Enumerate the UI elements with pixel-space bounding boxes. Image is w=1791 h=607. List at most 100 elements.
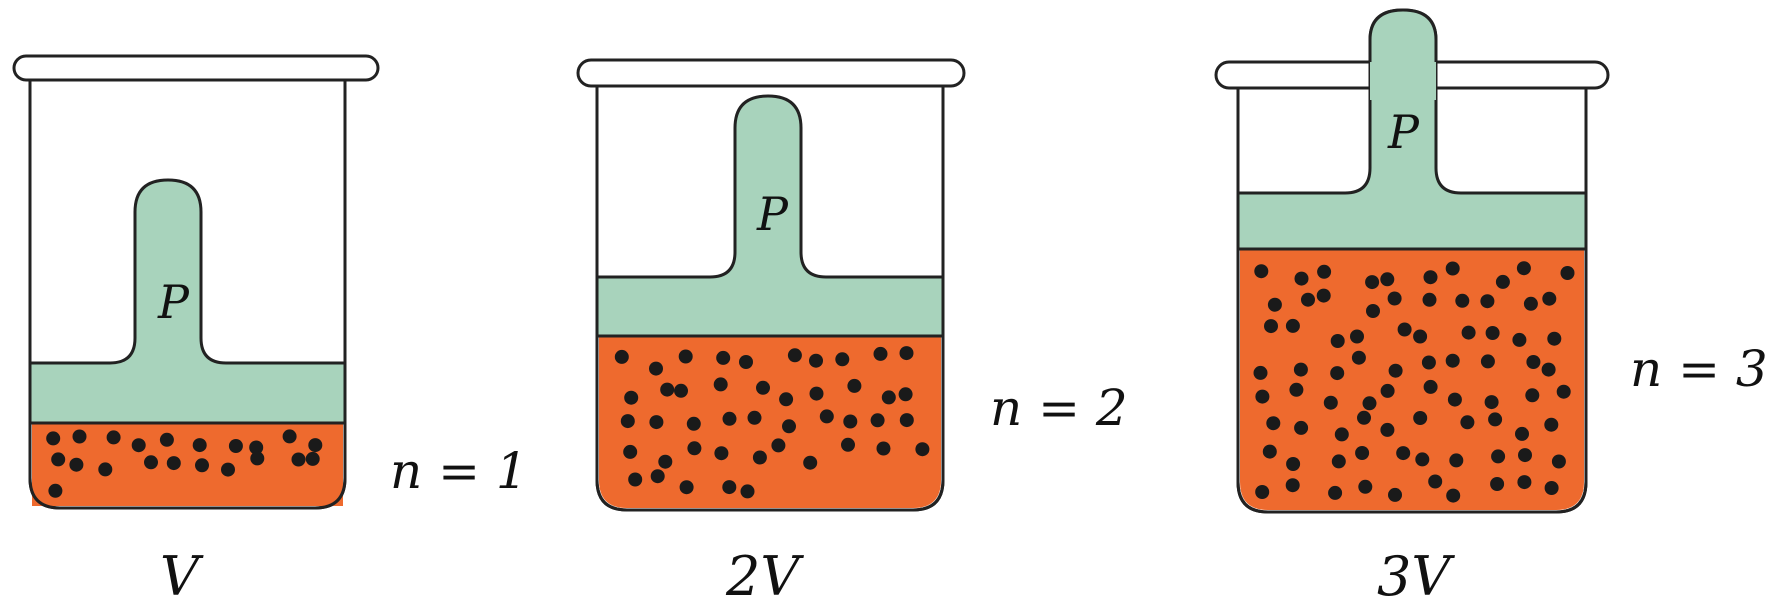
beaker-3: P n = 3 3V	[1214, 8, 1768, 607]
gas-particle	[1485, 326, 1500, 340]
beaker-2-rim	[576, 58, 966, 88]
gas-particle	[1355, 446, 1370, 460]
volume-1-label: V	[160, 545, 204, 607]
gas-particle	[628, 472, 643, 487]
gas-particle	[876, 441, 891, 456]
piston-3-label: P	[1387, 105, 1420, 159]
gas-particle	[740, 484, 755, 499]
gas-particle	[46, 431, 61, 446]
gas-particle	[779, 392, 794, 407]
gas-particle	[159, 432, 174, 447]
gas-particle	[144, 455, 158, 470]
gas-particle	[1253, 365, 1268, 380]
gas-particle	[1449, 453, 1464, 468]
gas-particle	[1542, 291, 1557, 306]
gas-particle	[282, 429, 297, 444]
gas-particle	[1286, 457, 1301, 471]
gas-particle	[1294, 271, 1309, 286]
gas-particle	[1413, 411, 1428, 425]
gas-particle	[1380, 272, 1395, 287]
gas-particle	[1323, 395, 1338, 410]
gas-particle	[1517, 475, 1532, 490]
moles-1-label: n = 1	[390, 442, 528, 500]
gas-particle	[228, 439, 243, 453]
gas-particle	[1294, 420, 1309, 435]
gas-particle	[660, 382, 675, 397]
gas-particle	[674, 383, 688, 398]
gas-particle	[756, 380, 770, 395]
gas-particle	[1267, 297, 1282, 312]
gas-bottom-1	[32, 423, 343, 506]
gas-particle	[1423, 379, 1438, 394]
gas-particle	[1362, 396, 1377, 411]
moles-2-label: n = 2	[990, 379, 1128, 437]
gas-particle	[1350, 329, 1364, 344]
gas-particle	[713, 377, 728, 392]
gas-particle	[1495, 274, 1510, 289]
gas-particle	[1254, 264, 1269, 279]
beaker-1-rim	[12, 54, 380, 82]
gas-particle	[1266, 416, 1281, 431]
gas-particle	[678, 349, 693, 364]
gas-particle	[131, 438, 146, 453]
gas-particle	[752, 450, 767, 465]
gas-particle	[1293, 362, 1308, 377]
gas-particle	[623, 444, 638, 459]
gas-particle	[1328, 485, 1343, 500]
gas-particle	[1255, 389, 1270, 404]
beaker-2: P n = 2 2V	[576, 58, 1128, 607]
gas-particle	[69, 457, 84, 472]
gas-particle	[1523, 296, 1538, 311]
gas-particle	[1488, 412, 1503, 427]
gas-particle	[881, 390, 896, 405]
gas-particle	[1460, 415, 1475, 430]
gas-particle	[687, 441, 702, 456]
gas-particle	[686, 416, 701, 431]
gas-particle	[1357, 410, 1371, 425]
gas-particle	[1447, 392, 1462, 407]
gas-particle	[195, 458, 209, 473]
gas-particle	[249, 440, 264, 455]
gas-particle	[1264, 319, 1278, 334]
gas-particle	[1560, 266, 1575, 280]
beaker-1: P n = 1 V	[12, 54, 528, 607]
gas-particle	[1480, 294, 1495, 309]
gas-particle	[819, 409, 834, 424]
gas-particle	[1285, 318, 1300, 333]
gas-particle	[624, 390, 639, 405]
gas-particle	[1541, 362, 1556, 377]
gas-particle	[1351, 350, 1366, 365]
gas-particle	[1331, 454, 1346, 469]
gas-particle	[716, 350, 731, 365]
gas-particle	[1455, 293, 1470, 308]
gas-particle	[51, 452, 66, 467]
gas-particle	[1285, 478, 1300, 493]
gas-particle	[291, 452, 306, 467]
volume-2-label: 2V	[725, 545, 804, 607]
gas-particle	[1484, 395, 1499, 410]
gas-particle	[305, 451, 320, 466]
gas-particle	[1366, 304, 1380, 318]
gas-particle	[166, 456, 181, 471]
gas-particle	[1413, 329, 1428, 344]
gas-particle	[308, 438, 323, 453]
gas-particle	[1334, 427, 1349, 442]
gas-particle	[714, 446, 729, 461]
gas-particle	[1397, 322, 1412, 337]
gas-particle	[1518, 448, 1532, 463]
gas-particle	[1289, 382, 1304, 397]
gas-particle	[1525, 388, 1540, 403]
gas-particle	[1365, 275, 1380, 290]
gas-particle	[1330, 366, 1345, 381]
gas-particle	[1445, 261, 1460, 276]
gas-particle	[620, 414, 635, 429]
gas-particle	[72, 429, 87, 444]
gas-particle	[809, 353, 823, 368]
gas-particle	[1396, 446, 1411, 461]
gas-particle	[809, 386, 824, 401]
gas-particle	[1461, 325, 1476, 340]
gas-particle	[899, 346, 914, 361]
beaker-3-outline	[1236, 88, 1588, 514]
gas-particle	[1547, 331, 1562, 346]
gas-particle	[98, 462, 113, 477]
